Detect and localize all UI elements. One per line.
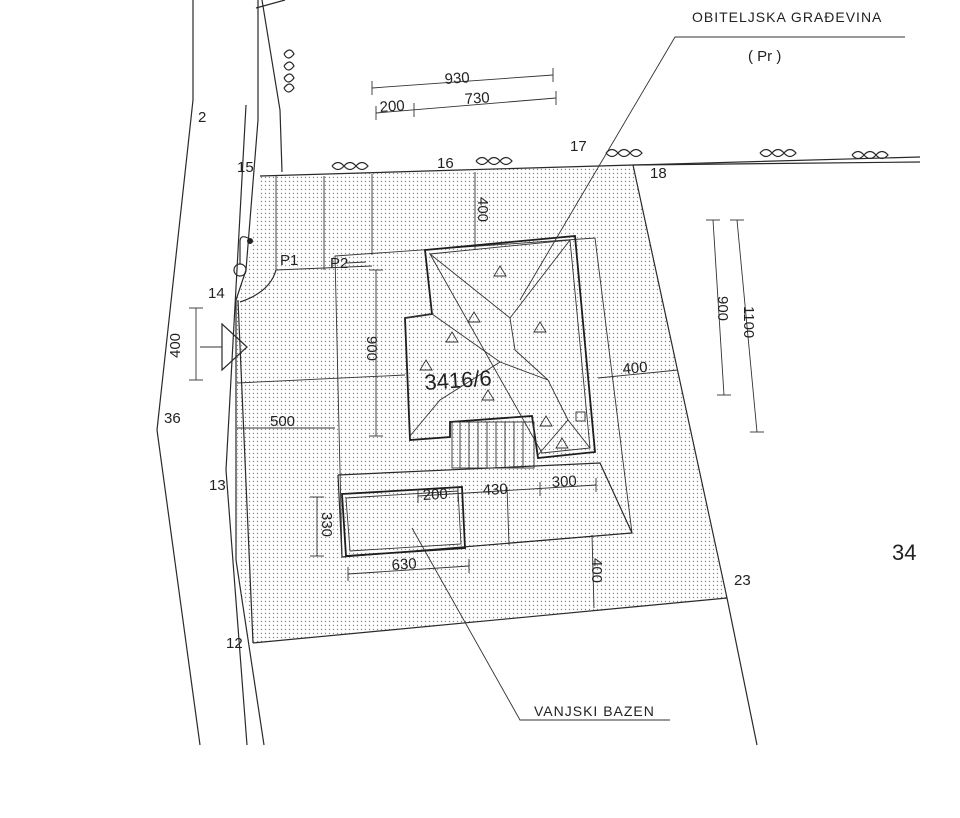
parking-label-p2: P2 [330, 255, 348, 272]
dim-330 [310, 496, 324, 557]
p2-marker [345, 261, 367, 264]
point-36: 36 [164, 410, 181, 427]
dim-300-label: 300 [551, 473, 577, 491]
stairs [451, 421, 535, 469]
point-13: 13 [209, 477, 226, 494]
dim-900-inner [369, 269, 383, 437]
dim-500-label: 500 [270, 413, 295, 430]
dim-1100 [730, 219, 764, 433]
neighbor-parcel-number: 34 [892, 540, 916, 565]
dim-400-top-label: 400 [474, 197, 491, 222]
dim-400-left-label: 400 [167, 333, 184, 358]
point-16: 16 [437, 155, 454, 172]
dim-730-label: 730 [464, 89, 490, 108]
dim-400-left [189, 307, 222, 381]
dim-200-730 [375, 91, 557, 120]
dim-400-bottom-line [591, 534, 595, 609]
dim-400-bottom-label: 400 [588, 558, 605, 583]
parking-line-bottom [275, 265, 373, 271]
point-14: 14 [208, 285, 225, 302]
leader-main-building [519, 36, 905, 301]
dim-930 [371, 68, 554, 95]
house-roof [404, 235, 596, 459]
dim-430-label: 430 [482, 481, 508, 499]
divider-1 [236, 374, 406, 384]
pool-basin-inner [345, 490, 462, 552]
access-curve [239, 269, 277, 303]
pool-terrace-outline [337, 462, 633, 558]
road-top-stub [255, 0, 286, 9]
pool-basin [341, 486, 466, 557]
dim-630-label: 630 [391, 555, 417, 574]
dim-400-right-line [597, 369, 679, 379]
dim-1100-label: 1100 [740, 306, 757, 338]
dim-900-right-label: 900 [714, 296, 731, 321]
road-line-inner-1 [225, 104, 248, 746]
hedge-symbols [283, 49, 889, 171]
point-17: 17 [570, 138, 587, 155]
dim-930-label: 930 [444, 69, 470, 88]
road-line-inner-2 [235, 0, 265, 746]
utility-connection-icon [233, 236, 253, 277]
dim-200-top-label: 200 [379, 97, 405, 116]
roof-slope-markers [419, 265, 569, 449]
parking-label-p1: P1 [280, 252, 298, 269]
access-triangle [221, 322, 248, 372]
parcel-number: 3416/6 [424, 365, 493, 395]
dim-630 [347, 559, 470, 581]
road-line-outer [156, 0, 201, 746]
point-23: 23 [734, 572, 751, 589]
dim-200-430-300 [417, 478, 597, 503]
pool-label: VANJSKI BAZEN [534, 703, 655, 719]
dim-900-right [706, 219, 731, 396]
parcel-boundary [259, 156, 921, 177]
point-18: 18 [650, 165, 667, 182]
dim-330-label: 330 [318, 512, 335, 537]
terrace-divider [506, 486, 510, 546]
parcel-boundary-bottom-left [237, 299, 254, 644]
point-2: 2 [198, 109, 206, 126]
road-line-inner-3 [261, 0, 283, 173]
parcel-boundary-bottom [252, 597, 728, 644]
main-building-label: OBITELJSKA GRAĐEVINA [692, 9, 882, 25]
neighbor-boundary-top [632, 161, 921, 166]
main-building-code: ( Pr ) [748, 48, 781, 65]
dim-900-inner-label: 900 [363, 336, 380, 361]
parcel-hatched-area [236, 165, 727, 643]
dim-400-right-label: 400 [622, 359, 648, 378]
dim-200-pool-label: 200 [422, 486, 448, 504]
point-15: 15 [237, 159, 254, 176]
leader-pool [411, 527, 670, 721]
point-12: 12 [226, 635, 243, 652]
